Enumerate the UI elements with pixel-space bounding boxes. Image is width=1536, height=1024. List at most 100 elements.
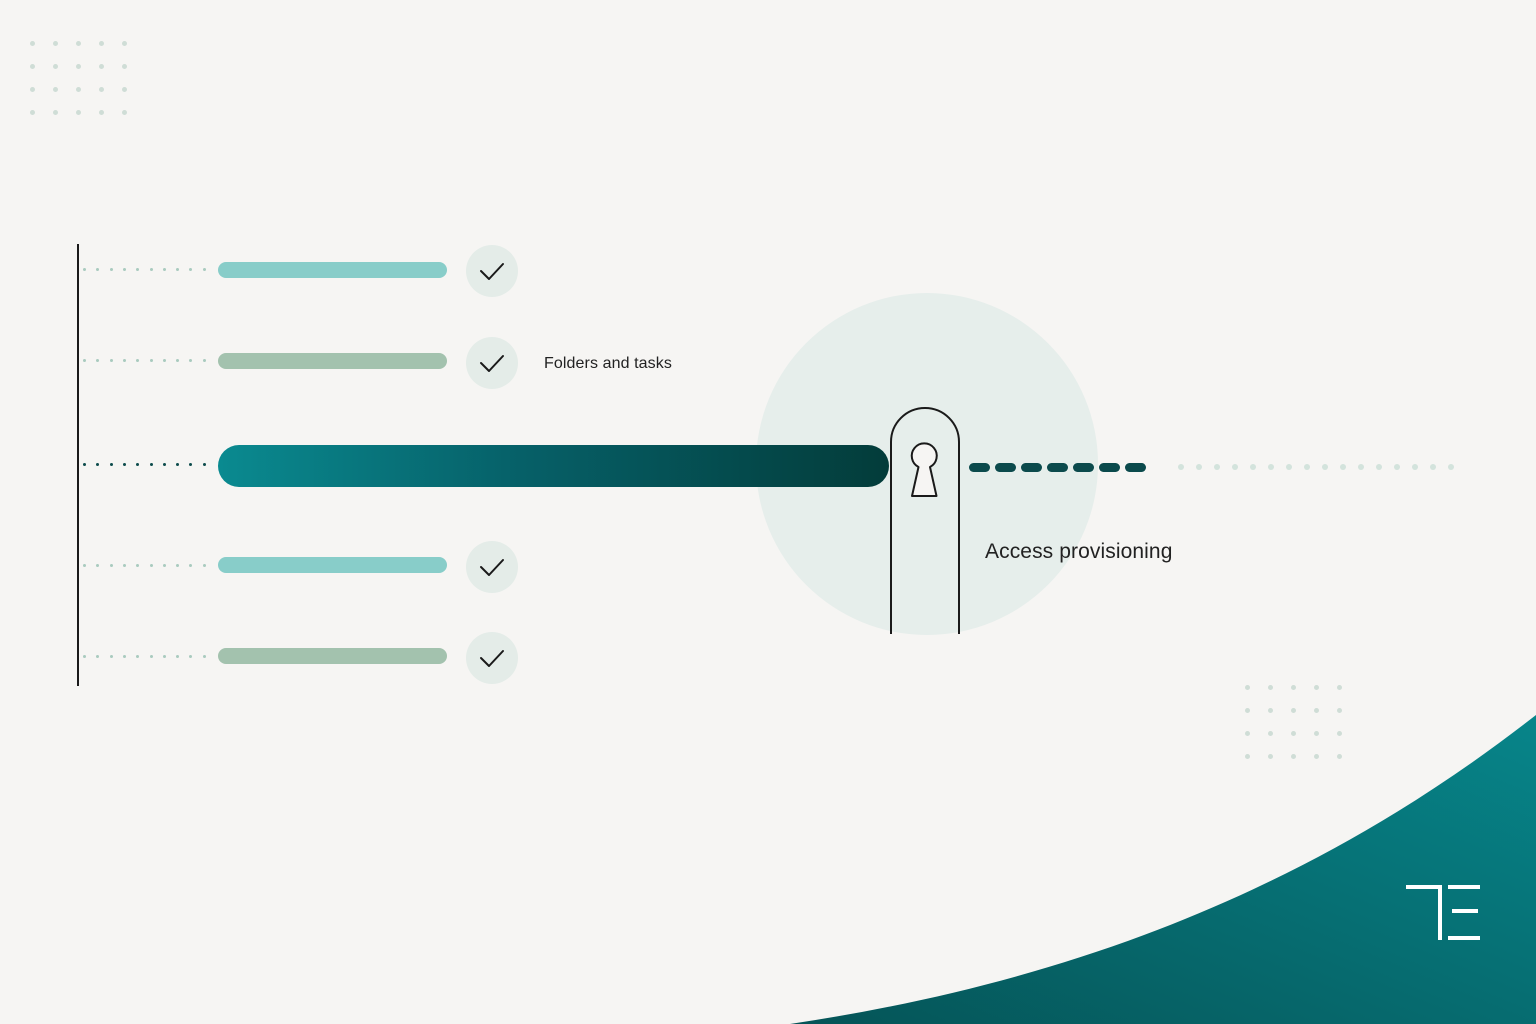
connector-dot bbox=[149, 268, 153, 271]
grid-dot bbox=[76, 87, 81, 92]
progress-bar-4 bbox=[218, 557, 447, 573]
connector-dot bbox=[202, 564, 206, 567]
connector-dot bbox=[122, 268, 126, 271]
connector-dot bbox=[122, 359, 126, 362]
grid-dot bbox=[99, 110, 104, 115]
grid-dot bbox=[1268, 731, 1273, 736]
check-icon bbox=[480, 355, 504, 372]
connector-dot bbox=[162, 268, 166, 271]
check-badge-2 bbox=[466, 337, 518, 389]
connector-dot bbox=[176, 463, 180, 466]
keyhole-arch bbox=[890, 407, 960, 634]
dash-segment bbox=[1073, 463, 1094, 472]
grid-dot bbox=[30, 64, 35, 69]
connector-dot bbox=[1322, 464, 1328, 470]
connector-dot bbox=[122, 564, 126, 567]
grid-dot bbox=[122, 110, 127, 115]
connector-dot bbox=[1412, 464, 1418, 470]
connector-dot bbox=[149, 655, 153, 658]
folders-and-tasks-label: Folders and tasks bbox=[544, 355, 672, 372]
vertical-axis-line bbox=[77, 244, 79, 686]
grid-dot bbox=[1268, 685, 1273, 690]
check-icon bbox=[480, 263, 504, 280]
connector-dot bbox=[1178, 464, 1184, 470]
check-badge-5 bbox=[466, 632, 518, 684]
grid-dot bbox=[1314, 685, 1319, 690]
grid-dot bbox=[99, 64, 104, 69]
grid-dot bbox=[1245, 754, 1250, 759]
connector-dot bbox=[83, 463, 86, 466]
connector-dot bbox=[83, 359, 86, 362]
grid-dot bbox=[30, 110, 35, 115]
connector-dot bbox=[1268, 464, 1274, 470]
grid-dot bbox=[1291, 731, 1296, 736]
dash-segment bbox=[1099, 463, 1120, 472]
dashed-connector bbox=[969, 463, 1146, 472]
grid-dot bbox=[76, 110, 81, 115]
connector-dot bbox=[176, 268, 180, 271]
connector-dot bbox=[83, 655, 86, 658]
grid-dot bbox=[1314, 754, 1319, 759]
dash-segment bbox=[1125, 463, 1146, 472]
grid-dot bbox=[30, 87, 35, 92]
connector-dot bbox=[96, 268, 100, 271]
connector-dot bbox=[162, 359, 166, 362]
connector-dot bbox=[109, 463, 113, 466]
connector-dot bbox=[202, 359, 206, 362]
connector-dot bbox=[1394, 464, 1400, 470]
connector-dot bbox=[96, 655, 100, 658]
check-icon bbox=[480, 559, 504, 576]
connector-dot bbox=[136, 463, 140, 466]
connector-dot bbox=[1340, 464, 1346, 470]
grid-dot bbox=[53, 87, 58, 92]
connector-dot bbox=[1196, 464, 1202, 470]
dash-segment bbox=[1021, 463, 1042, 472]
connector-dot bbox=[109, 655, 113, 658]
connector-dot bbox=[1376, 464, 1382, 470]
grid-dot bbox=[76, 64, 81, 69]
grid-dot bbox=[1291, 708, 1296, 713]
grid-dot bbox=[76, 41, 81, 46]
connector-dot bbox=[176, 359, 180, 362]
connector-dot bbox=[1430, 464, 1436, 470]
dash-segment bbox=[1047, 463, 1068, 472]
grid-dot bbox=[1337, 708, 1342, 713]
main-progress-bar bbox=[218, 445, 889, 487]
connector-dot bbox=[1214, 464, 1220, 470]
connector-dot bbox=[1250, 464, 1256, 470]
connector-dot bbox=[162, 463, 166, 466]
dash-segment bbox=[969, 463, 990, 472]
connector-dot bbox=[96, 463, 100, 466]
check-badge-4 bbox=[466, 541, 518, 593]
progress-bar-2 bbox=[218, 353, 447, 369]
connector-dot bbox=[162, 655, 166, 658]
connector-dot bbox=[1286, 464, 1292, 470]
grid-dot bbox=[1337, 754, 1342, 759]
grid-dot bbox=[1245, 708, 1250, 713]
connector-dot bbox=[189, 359, 193, 362]
grid-dot bbox=[99, 41, 104, 46]
grid-dot bbox=[53, 41, 58, 46]
dash-segment bbox=[995, 463, 1016, 472]
grid-dot bbox=[1337, 685, 1342, 690]
check-badge-1 bbox=[466, 245, 518, 297]
progress-bar-1 bbox=[218, 262, 447, 278]
connector-dot bbox=[1358, 464, 1364, 470]
connector-dot bbox=[189, 655, 193, 658]
grid-dot bbox=[122, 41, 127, 46]
connector-dot bbox=[83, 564, 86, 567]
grid-dot bbox=[1291, 754, 1296, 759]
connector-dot bbox=[83, 268, 86, 271]
grid-dot bbox=[122, 87, 127, 92]
connector-dot bbox=[176, 564, 180, 567]
grid-dot bbox=[53, 110, 58, 115]
connector-dot bbox=[202, 463, 206, 466]
grid-dot bbox=[1268, 754, 1273, 759]
te-logo bbox=[1406, 885, 1480, 940]
connector-dot bbox=[109, 564, 113, 567]
grid-dot bbox=[1245, 731, 1250, 736]
connector-dot bbox=[149, 359, 153, 362]
connector-dot bbox=[136, 564, 140, 567]
access-provisioning-label: Access provisioning bbox=[985, 540, 1173, 563]
